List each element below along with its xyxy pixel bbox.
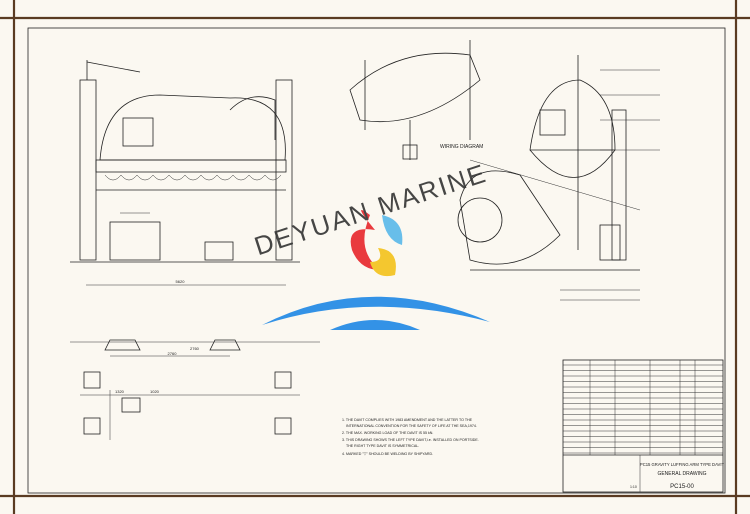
dimension-pitch: 2760 — [190, 346, 200, 351]
side-elevation-view — [457, 55, 660, 301]
watermark-logo: DEYUAN MARINE — [251, 158, 491, 330]
dimension-width: 1320 — [115, 389, 125, 394]
stowed-lifeboat-view: WIRING DIAGRAM — [349, 40, 483, 160]
note-line: 4. MARKED "▽" SHOULD BE WELDING BY SHIPY… — [342, 452, 433, 456]
dimension-offset: 1020 — [150, 389, 160, 394]
drawing-subtitle: GENERAL DRAWING — [657, 471, 706, 477]
foundation-plan-view: 2760 1320 1020 2760 — [70, 339, 320, 440]
drawing-number: PC15-00 — [670, 484, 694, 490]
wiring-diagram-label: WIRING DIAGRAM — [440, 144, 483, 150]
note-line: 2. THE MAX. WORKING LOAD OF THE DAVIT IS… — [342, 431, 433, 435]
title-block: PC15 GRAVITY LUFFING ARM TYPE DAVIT GENE… — [562, 359, 725, 493]
drawing-title: PC15 GRAVITY LUFFING ARM TYPE DAVIT — [640, 462, 725, 467]
note-line: 3. THIS DRAWING SHOWS THE LEFT TYPE DAVI… — [342, 438, 479, 442]
dimension-overall: 5620 — [176, 279, 186, 284]
general-notes: 1. THE DAVIT COMPLIES WITH 1983 AMENDMEN… — [342, 418, 479, 456]
drawing-scale: 1:10 — [630, 485, 637, 489]
dimension-span: 2760 — [168, 351, 178, 356]
note-line: THE RIGHT TYPE DAVIT IS SYMMETRICAL. — [346, 444, 419, 448]
watermark-text: DEYUAN MARINE — [251, 158, 491, 262]
front-elevation-view: 5620 — [70, 60, 300, 286]
note-line: 1. THE DAVIT COMPLIES WITH 1983 AMENDMEN… — [342, 418, 473, 422]
note-line: INTERNATIONAL CONVENTION FOR THE SAFETY … — [346, 424, 477, 428]
